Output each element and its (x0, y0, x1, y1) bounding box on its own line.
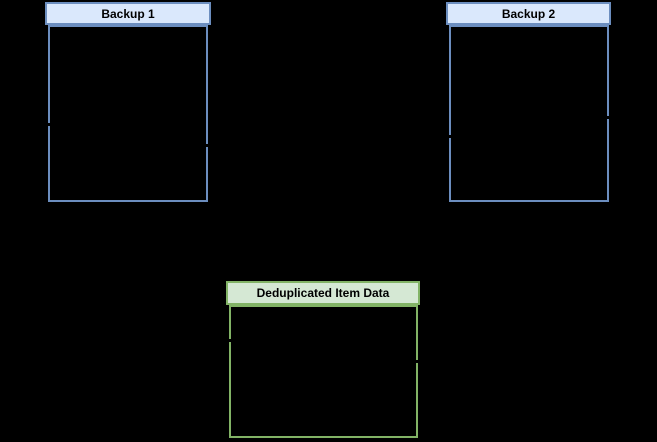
backup1-left-connector-notch (44, 123, 53, 126)
backup2-body (449, 25, 609, 202)
backup2-header: Backup 2 (446, 2, 611, 25)
backup1-header: Backup 1 (45, 2, 211, 25)
backup2-title: Backup 2 (501, 6, 556, 21)
backup2-left-connector-notch (444, 135, 453, 138)
backup1-right-connector-notch (203, 144, 212, 147)
dedup-body (229, 305, 418, 438)
backup1-body (48, 25, 208, 202)
dedup-header: Deduplicated Item Data (226, 281, 420, 305)
dedup-title: Deduplicated Item Data (256, 286, 390, 300)
backup1-title: Backup 1 (101, 6, 155, 21)
backup2-right-connector-notch (604, 116, 613, 119)
dedup-left-connector-notch (224, 339, 233, 342)
dedup-right-connector-notch (413, 360, 422, 363)
